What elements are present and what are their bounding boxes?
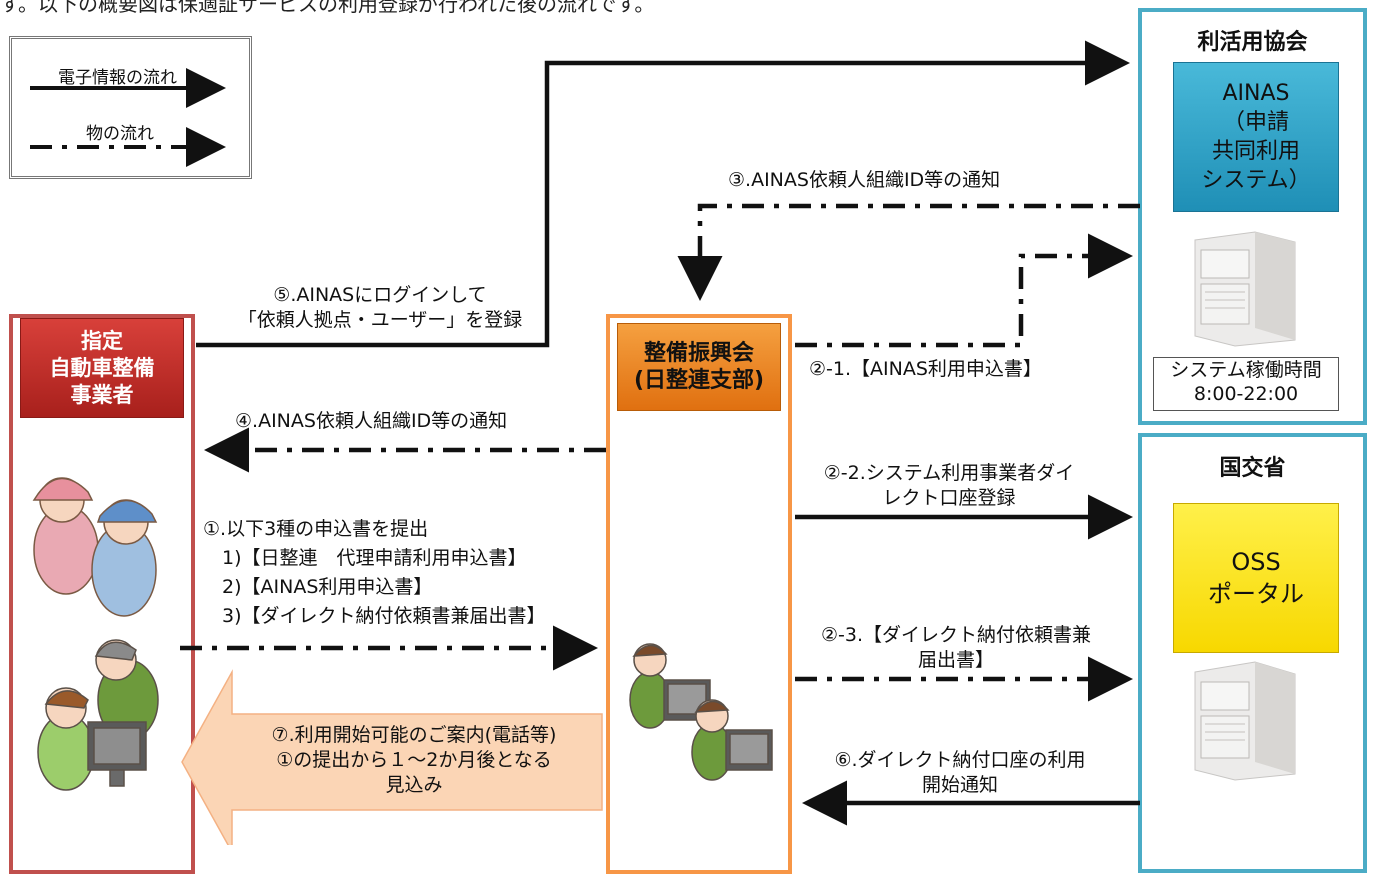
oss-server-icon [1194, 661, 1296, 781]
step4-label: ④.AINAS依頼人組織ID等の通知 [235, 410, 508, 432]
step7-label-1: ⑦.利用開始可能のご案内(電話等) [271, 724, 557, 746]
step1-item-1: 1)【日整連 代理申請利用申込書】 [222, 547, 527, 569]
association-title: 利活用協会 [1197, 30, 1308, 55]
legend-electronic-label: 電子情報の流れ [58, 68, 177, 88]
step1-title: ①.以下3種の申込書を提出 [203, 518, 429, 540]
step5-label-1: ⑤.AINASにログインして [273, 284, 487, 306]
step1-item-3: 3)【ダイレクト納付依頼書兼届出書】 [222, 605, 546, 627]
legend-physical-label: 物の流れ [86, 124, 154, 144]
step2-1-label: ②-1.【AINAS利用申込書】 [809, 358, 1042, 380]
intro-text: す。以下の概要図は保適証サービスの利用登録が行われた後の流れです。 [0, 0, 655, 16]
step2-3-label-2: 届出書】 [917, 649, 994, 671]
mechanics-icon [32, 477, 158, 617]
oss-portal-box: OSS ポータル [1173, 503, 1339, 653]
step7-label-3: 見込み [385, 774, 443, 796]
step5-label-2: 「依頼人拠点・ユーザー」を登録 [237, 309, 523, 331]
office-workers-icon [629, 643, 773, 781]
operating-hours: システム稼働時間 8:00-22:00 [1153, 357, 1339, 411]
arrow-step5 [196, 40, 1130, 348]
ministry-title: 国交省 [1219, 456, 1286, 481]
flow-arrows [30, 40, 1140, 845]
step7-label-2: ①の提出から１～2か月後となる [276, 749, 552, 771]
step2-2-label-1: ②-2.システム利用事業者ダイ [823, 462, 1075, 484]
step1-item-2: 2)【AINAS利用申込書】 [222, 576, 433, 598]
dealer-title-box: 指定 自動車整備 事業者 [20, 318, 184, 418]
step3-label: ③.AINAS依頼人組織ID等の通知 [728, 169, 1001, 191]
operating-hours-label: システム稼働時間 [1170, 359, 1322, 381]
promotion-title-box: 整備振興会 (日整連支部) [617, 323, 781, 411]
step6-label-1: ⑥.ダイレクト納付口座の利用 [834, 749, 1086, 771]
arrow-step2-1 [795, 233, 1133, 348]
ainas-server-icon [1194, 231, 1296, 347]
staff-at-computers-icon [37, 639, 159, 791]
association-panel [1138, 8, 1367, 425]
step2-2-label-2: レクト口座登録 [882, 487, 1016, 509]
ainas-system-box: AINAS （申請 共同利用 システム） [1173, 62, 1339, 212]
arrow-step7-block [181, 669, 603, 845]
step2-3-label-1: ②-3.【ダイレクト納付依頼書兼 [820, 624, 1092, 646]
operating-hours-value: 8:00-22:00 [1193, 383, 1299, 405]
step6-label-2: 開始通知 [921, 774, 998, 796]
arrow-step3 [677, 203, 1140, 301]
